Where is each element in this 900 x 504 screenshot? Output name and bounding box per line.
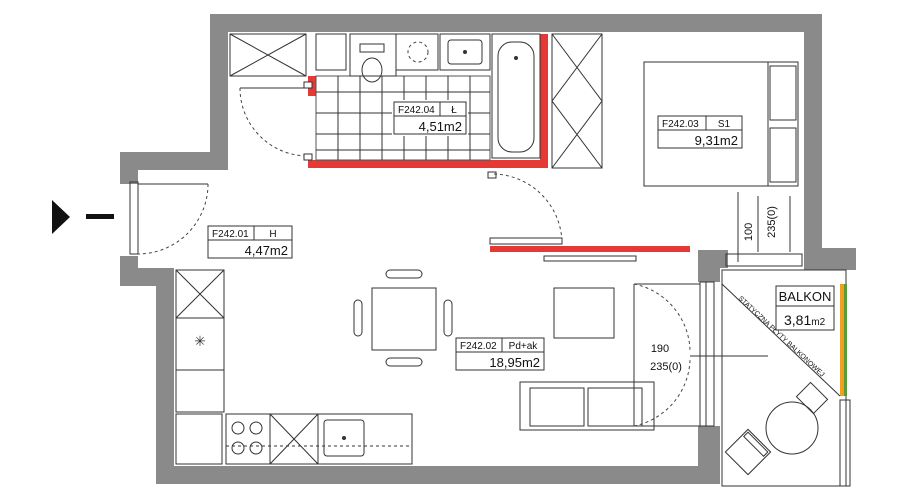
sofa-icon (519, 381, 655, 431)
coffee-table (553, 287, 615, 339)
dim-bottom-living: 235(0) (650, 361, 682, 373)
room-code: F242.01 (212, 229, 249, 240)
room-label-hall: F242.01 H 4,47m2 (207, 225, 293, 259)
room-label-living: F242.02 Pd+ak 18,95m2 (455, 337, 545, 371)
room-area: 18,95m2 (489, 355, 540, 370)
toilet-icon (359, 43, 385, 83)
room-code: F242.04 (398, 105, 435, 116)
bathroom-door[interactable] (239, 81, 313, 161)
dim-top-living: 190 (651, 343, 669, 355)
balcony-name: BALKON (779, 289, 832, 304)
living-window: 190 235(0) (633, 281, 768, 427)
room-code: F242.02 (460, 341, 497, 352)
room-name: Ł (451, 105, 457, 116)
kitchen-sink-icon (323, 419, 365, 457)
bathroom-cabinet-2 (395, 33, 439, 71)
sink-icon (439, 33, 491, 71)
dim-bottom-bedroom: 235(0) (766, 206, 778, 238)
closet-box (551, 33, 603, 169)
washing-machine (349, 33, 397, 77)
entrance-arrow-icon (52, 200, 114, 234)
outer-walls (120, 14, 856, 484)
room-label-balcony: BALKON 3,81m2 (775, 285, 835, 331)
balcony-chair-table (724, 381, 829, 476)
dim-top-bedroom: 100 (743, 223, 755, 241)
bathroom-cabinet (315, 33, 347, 71)
balcony-area-value: 3,81m2 (784, 312, 826, 328)
room-label-bathroom: F242.04 Ł 4,51m2 (393, 101, 467, 135)
room-code: F242.03 (662, 119, 699, 130)
room-name: Pd+ak (509, 341, 539, 352)
room-name: S1 (718, 119, 731, 130)
entrance-door[interactable] (129, 181, 209, 255)
bed-icon (643, 61, 799, 187)
shaft-box (229, 33, 307, 77)
room-label-bedroom: F242.03 S1 9,31m2 (657, 115, 743, 149)
room-area: 4,51m2 (419, 119, 462, 134)
room-name: H (269, 229, 276, 240)
dishwasher-box (269, 413, 319, 465)
room-area: 4,47m2 (245, 243, 288, 258)
dining-table (353, 269, 453, 367)
bedroom-door[interactable] (487, 171, 637, 262)
bedroom-window-dim: 100 235(0) (725, 192, 803, 267)
stove-icon (231, 421, 263, 455)
kitchen-counter: ✳ (175, 269, 413, 465)
room-area: 9,31m2 (695, 133, 738, 148)
fridge-icon: ✳ (194, 333, 206, 349)
bathtub-icon (491, 33, 541, 159)
